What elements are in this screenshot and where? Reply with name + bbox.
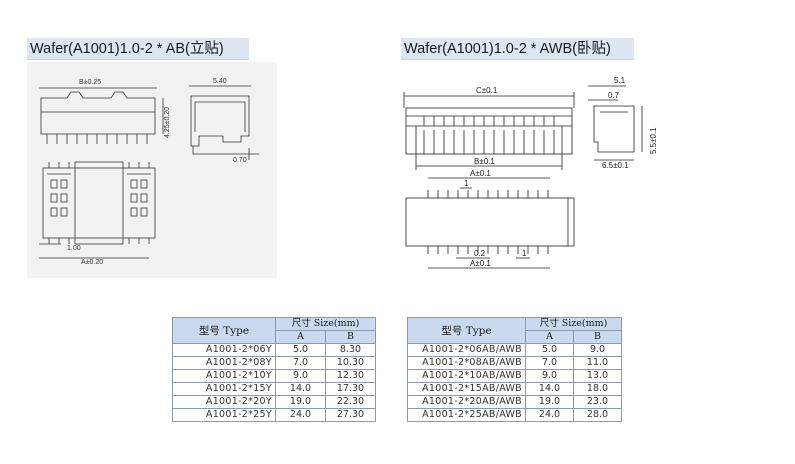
model-cell: A1001-2*20Y [172, 395, 276, 409]
right-size-table: 型号 Type 尺寸 Size(mm) A B A1001-2*06AB/AWB… [407, 317, 622, 422]
table-row: A1001-2*15AB/AWB 14.0 18.0 [407, 382, 622, 396]
a-cell: 19.0 [275, 395, 326, 409]
table-row: A1001-2*06Y 5.0 8.30 [172, 343, 376, 357]
model-cell: A1001-2*10AB/AWB [407, 369, 526, 383]
right-dim-a-top: A±0.1 [470, 169, 491, 178]
table-row: A1001-2*08Y 7.0 10.30 [172, 356, 376, 370]
right-dim-d: 6.5±0.1 [602, 161, 629, 170]
b-cell: 11.0 [573, 356, 622, 370]
a-cell: 9.0 [275, 369, 326, 383]
b-cell: 13.0 [573, 369, 622, 383]
left-section-title: Wafer(A1001)1.0-2 * AB(立贴) [27, 38, 249, 60]
a-cell: 5.0 [525, 343, 574, 357]
right-bottom-view [405, 177, 575, 269]
a-cell: 14.0 [275, 382, 326, 396]
right-front-view [403, 92, 575, 170]
size-header: 尺寸 Size(mm) [275, 317, 376, 331]
left-dim-w: 5.40 [213, 78, 227, 85]
table-row: A1001-2*08AB/AWB 7.0 11.0 [407, 356, 622, 370]
right-dim-c: C±0.1 [476, 86, 498, 95]
right-dim-t: 0.7 [608, 91, 620, 100]
table-row: A1001-2*20Y 19.0 22.30 [172, 395, 376, 409]
b-cell: 9.0 [573, 343, 622, 357]
a-cell: 24.0 [275, 408, 326, 422]
b-cell: 23.0 [573, 395, 622, 409]
left-front-view [39, 87, 164, 144]
model-cell: A1001-2*15AB/AWB [407, 382, 526, 396]
right-section-title: Wafer(A1001)1.0-2 * AWB(卧贴) [401, 38, 634, 60]
a-cell: 7.0 [275, 356, 326, 370]
b-cell: 22.30 [325, 395, 376, 409]
right-dim-one-top: 1 [464, 179, 469, 188]
col-b-header: B [325, 330, 376, 344]
left-dim-pitch: 1.00 [67, 245, 81, 252]
left-dim-a: A±0.20 [81, 259, 103, 266]
table-row: A1001-2*25Y 24.0 27.30 [172, 408, 376, 422]
model-cell: A1001-2*25AB/AWB [407, 408, 526, 422]
table-row: A1001-2*25AB/AWB 24.0 28.0 [407, 408, 622, 422]
right-dim-one-bottom: 1 [522, 249, 527, 258]
model-cell: A1001-2*08AB/AWB [407, 356, 526, 370]
left-technical-drawing: B±0.25 4.25±0.20 5.40 0.70 [27, 62, 277, 278]
table-row: A1001-2*10AB/AWB 9.0 13.0 [407, 369, 622, 383]
type-header: 型号 Type [172, 317, 276, 344]
a-cell: 5.0 [275, 343, 326, 357]
left-dim-h: 4.25±0.20 [164, 107, 171, 138]
b-cell: 8.30 [325, 343, 376, 357]
left-bottom-view [39, 161, 156, 259]
a-cell: 14.0 [525, 382, 574, 396]
left-dim-t: 0.70 [233, 157, 247, 164]
size-header: 尺寸 Size(mm) [525, 317, 622, 331]
right-side-view [588, 85, 643, 161]
left-dim-b: B±0.25 [79, 79, 101, 86]
right-dim-pad: 0.2 [474, 249, 486, 258]
model-cell: A1001-2*10Y [172, 369, 276, 383]
model-cell: A1001-2*08Y [172, 356, 276, 370]
a-cell: 9.0 [525, 369, 574, 383]
b-cell: 10.30 [325, 356, 376, 370]
left-size-table: 型号 Type 尺寸 Size(mm) A B A1001-2*06Y 5.0 … [172, 317, 376, 422]
right-technical-drawing: C±0.1 B±0.1 5.1 0.7 5.5±0.1 6.5±0.1 [398, 68, 670, 278]
b-cell: 28.0 [573, 408, 622, 422]
col-b-header: B [573, 330, 622, 344]
b-cell: 17.30 [325, 382, 376, 396]
table-row: A1001-2*15Y 14.0 17.30 [172, 382, 376, 396]
type-header: 型号 Type [407, 317, 526, 344]
left-side-view [189, 85, 259, 160]
a-cell: 19.0 [525, 395, 574, 409]
model-cell: A1001-2*20AB/AWB [407, 395, 526, 409]
col-a-header: A [525, 330, 574, 344]
right-dim-w: 5.1 [614, 76, 626, 85]
right-dim-b: B±0.1 [474, 157, 495, 166]
table-row: A1001-2*10Y 9.0 12.30 [172, 369, 376, 383]
right-dim-a-bottom: A±0.1 [470, 259, 491, 268]
a-cell: 24.0 [525, 408, 574, 422]
model-cell: A1001-2*06Y [172, 343, 276, 357]
table-row: A1001-2*06AB/AWB 5.0 9.0 [407, 343, 622, 357]
b-cell: 27.30 [325, 408, 376, 422]
col-a-header: A [275, 330, 326, 344]
right-dim-h: 5.5±0.1 [649, 127, 658, 154]
a-cell: 7.0 [525, 356, 574, 370]
table-row: A1001-2*20AB/AWB 19.0 23.0 [407, 395, 622, 409]
model-cell: A1001-2*25Y [172, 408, 276, 422]
model-cell: A1001-2*15Y [172, 382, 276, 396]
b-cell: 12.30 [325, 369, 376, 383]
model-cell: A1001-2*06AB/AWB [407, 343, 526, 357]
b-cell: 18.0 [573, 382, 622, 396]
